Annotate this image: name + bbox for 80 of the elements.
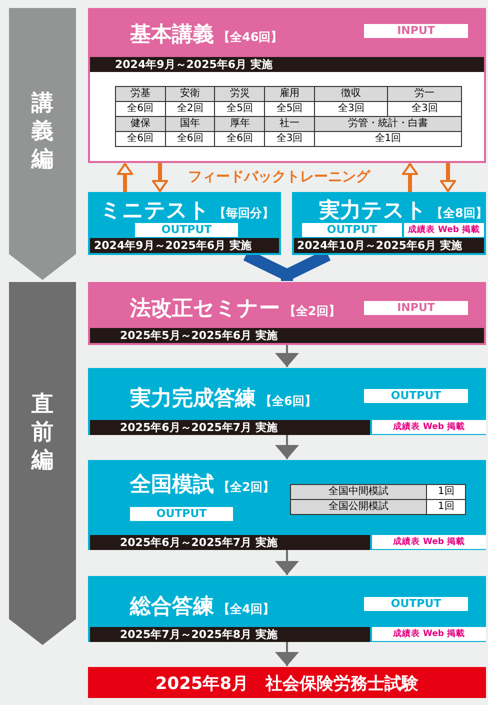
results-badge: 成績表 Web 掲載 xyxy=(372,627,486,641)
table-cell: 全2回 xyxy=(165,102,215,116)
arrow xyxy=(152,163,168,192)
session-count: 【全4回】 xyxy=(218,601,274,618)
mode-badge: INPUT xyxy=(364,301,468,315)
results-badge: 成績表 Web 掲載 xyxy=(372,535,486,549)
mode-badge: OUTPUT xyxy=(135,223,238,237)
section-label: 直前編 xyxy=(30,391,54,475)
table-cell: 全国公開模試 xyxy=(290,500,427,514)
table-cell: 全国中間模試 xyxy=(290,484,427,500)
date-bar: 2024年9月～2025年6月 実施 xyxy=(90,238,279,253)
table-cell: 徴収 xyxy=(314,86,388,102)
table-cell: 全6回 xyxy=(116,102,166,116)
section-banner xyxy=(9,8,76,280)
course-box xyxy=(88,8,486,163)
course-title: 法改正セミナー xyxy=(130,295,280,322)
table-cell: 1回 xyxy=(426,500,466,514)
arrow xyxy=(117,163,133,192)
results-badge: 成績表 Web 掲載 xyxy=(372,420,486,434)
course-title: 全国模試 xyxy=(130,471,214,498)
arrow xyxy=(275,642,299,666)
date-bar: 2025年6月～2025年7月 実施 xyxy=(90,420,370,435)
session-count: 【全2回】 xyxy=(284,303,340,320)
session-count: 【毎回分】 xyxy=(214,205,274,222)
results-badge: 成績表 Web 掲載 xyxy=(404,223,484,237)
course-box xyxy=(88,576,486,642)
arrow xyxy=(402,163,418,192)
session-count: 【全8回】 xyxy=(431,205,488,222)
table-cell: 全6回 xyxy=(214,132,265,146)
course-box xyxy=(88,282,486,345)
course-title: 実力テスト xyxy=(319,197,427,224)
table-cell: 全3回 xyxy=(388,102,462,116)
table-cell: 安衛 xyxy=(165,86,215,102)
table-cell: 雇用 xyxy=(264,86,314,102)
table-cell: 全5回 xyxy=(214,102,265,116)
course-title: 実力完成答練 xyxy=(130,385,256,412)
table-cell: 労管・統計・白書 xyxy=(314,116,462,132)
date-bar: 2024年10月～2025年6月 実施 xyxy=(294,238,484,253)
table-cell: 社一 xyxy=(264,116,314,132)
session-count: 【全2回】 xyxy=(218,479,274,496)
table-cell: 全5回 xyxy=(264,102,314,116)
exam-banner xyxy=(88,667,486,698)
table-cell: 労一 xyxy=(388,86,462,102)
table-cell: 厚年 xyxy=(214,116,265,132)
date-bar: 2024年9月～2025年6月 実施 xyxy=(90,57,484,72)
date-bar: 2025年5月～2025年6月 実施 xyxy=(90,328,484,343)
course-title: ミニテスト xyxy=(100,197,210,224)
table-cell: 国年 xyxy=(165,116,215,132)
table-cell: 全3回 xyxy=(314,102,388,116)
section-label: 講義編 xyxy=(30,90,54,174)
mode-badge: OUTPUT xyxy=(364,389,468,403)
feedback-label: フィードバックトレーニング xyxy=(188,168,370,186)
date-bar: 2025年7月～2025年8月 実施 xyxy=(90,627,370,642)
course-box xyxy=(88,368,486,435)
table-cell: 全6回 xyxy=(165,132,215,146)
course-title: 基本講義 xyxy=(130,21,214,48)
course-box xyxy=(292,192,486,255)
section-banner xyxy=(9,282,76,645)
exam-title: 2025年8月 社会保険労務士試験 xyxy=(154,673,420,695)
course-box xyxy=(88,192,281,255)
table-cell: 1回 xyxy=(426,484,466,500)
arrow xyxy=(275,550,299,575)
mode-badge: INPUT xyxy=(364,24,468,38)
table-cell: 全6回 xyxy=(116,132,166,146)
date-bar: 2025年6月～2025年7月 実施 xyxy=(90,535,370,550)
table-cell: 全1回 xyxy=(314,132,462,146)
table-cell: 全3回 xyxy=(264,132,314,146)
table-cell: 労災 xyxy=(214,86,265,102)
table-cell: 労基 xyxy=(116,86,166,102)
table-cell: 健保 xyxy=(116,116,166,132)
mode-badge: OUTPUT xyxy=(130,507,233,521)
course-box xyxy=(88,460,486,550)
arrow xyxy=(440,163,456,192)
mode-badge: OUTPUT xyxy=(364,597,468,611)
course-title: 総合答練 xyxy=(130,593,214,620)
session-count: 【全46回】 xyxy=(218,29,283,46)
mode-badge: OUTPUT xyxy=(302,223,402,237)
arrow xyxy=(275,345,299,367)
session-count: 【全6回】 xyxy=(260,393,316,410)
arrow xyxy=(275,435,299,459)
